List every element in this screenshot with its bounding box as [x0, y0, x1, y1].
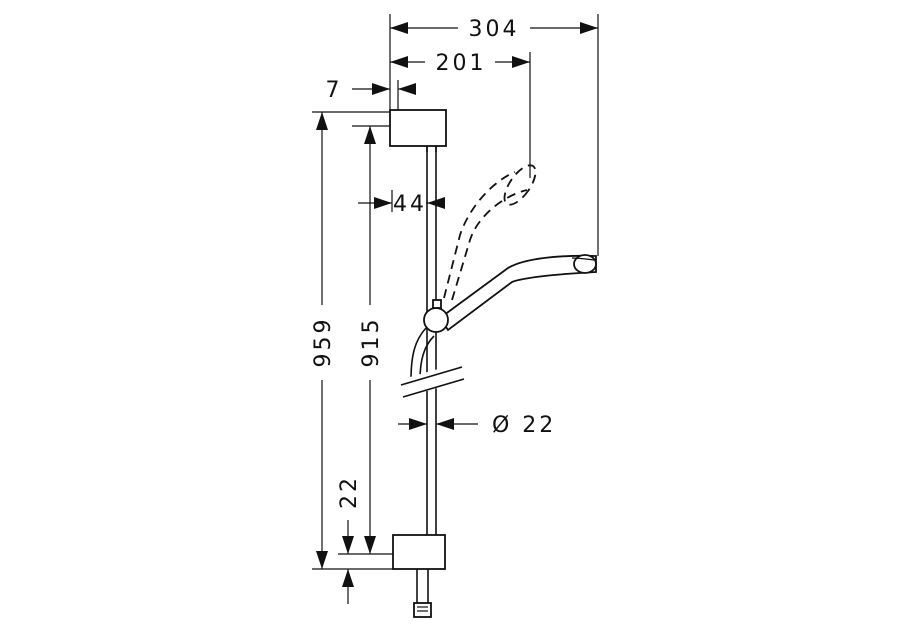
handshower-tilted-position	[443, 164, 537, 301]
dimension-label-915: 915	[359, 317, 384, 368]
dimension-overall-height: 959	[311, 112, 336, 569]
dimension-label-7: 7	[326, 78, 343, 103]
dimension-handshower-reach: 201	[390, 51, 530, 76]
hose-connector	[413, 569, 432, 618]
dimension-label-304: 304	[469, 17, 520, 42]
dimension-label-959: 959	[311, 317, 336, 368]
slider	[423, 299, 449, 333]
bottom-wall-bracket	[392, 534, 446, 570]
break-mark	[396, 363, 465, 399]
dimension-label-22: 22	[337, 475, 362, 509]
dimension-label-44: 44	[393, 192, 427, 217]
top-wall-bracket	[389, 109, 447, 152]
dimension-overall-width: 304	[390, 17, 598, 42]
dimension-bracket-gap: 44	[358, 190, 445, 217]
dimension-rail-diameter: Ø 22	[398, 413, 556, 438]
dimension-rail-height: 915	[359, 126, 384, 554]
dimension-bracket-offset: 7	[326, 78, 416, 110]
handshower	[438, 254, 597, 332]
dimension-bottom-offset: 22	[337, 475, 362, 604]
dimension-label-201: 201	[436, 51, 487, 76]
shower-rail	[426, 145, 437, 540]
dimension-label-diameter: Ø 22	[492, 413, 556, 438]
